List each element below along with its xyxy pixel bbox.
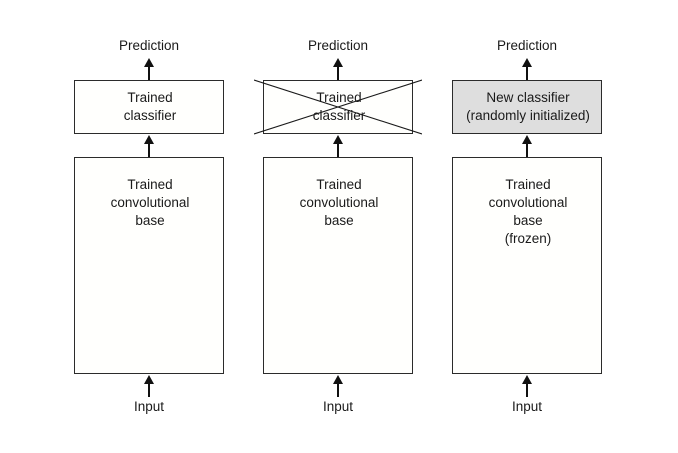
arrow-shaft: [337, 65, 339, 80]
arrow-shaft: [526, 65, 528, 80]
convolutional-base-box-text: Trained convolutional base (frozen): [453, 176, 603, 248]
base-line-1: Trained: [316, 177, 362, 192]
arrow-head-icon: [333, 58, 343, 67]
base-line-2: convolutional: [488, 195, 568, 210]
base-line-3: base: [324, 213, 354, 228]
classifier-line-1: New classifier: [486, 90, 570, 105]
arrow-shaft: [526, 382, 528, 397]
diagram-column-pretrained-network: Prediction Trained classifier Trained co…: [74, 0, 224, 453]
input-label: Input: [133, 399, 165, 414]
base-line-3: base: [135, 213, 165, 228]
arrow-shaft: [337, 382, 339, 397]
base-line-2: convolutional: [299, 195, 379, 210]
arrow-head-icon: [333, 135, 343, 144]
input-label: Input: [322, 399, 354, 414]
arrow-base-to-classifier: [522, 135, 532, 157]
arrow-classifier-to-prediction: [522, 58, 532, 80]
base-line-1: Trained: [127, 177, 173, 192]
classifier-line-2: (randomly initialized): [466, 108, 590, 123]
arrow-shaft: [526, 142, 528, 157]
base-line-2: convolutional: [110, 195, 190, 210]
arrow-shaft: [148, 65, 150, 80]
convolutional-base-box-text: Trained convolutional base: [75, 176, 225, 230]
arrow-head-icon: [522, 58, 532, 67]
convolutional-base-box: Trained convolutional base (frozen): [452, 157, 602, 374]
arrow-shaft: [148, 382, 150, 397]
arrow-input-to-base: [333, 375, 343, 397]
arrow-classifier-to-prediction: [144, 58, 154, 80]
base-line-4: (frozen): [504, 231, 552, 246]
input-label: Input: [511, 399, 543, 414]
convolutional-base-box: Trained convolutional base: [74, 157, 224, 374]
arrow-head-icon: [333, 375, 343, 384]
arrow-shaft: [148, 142, 150, 157]
arrow-base-to-classifier: [333, 135, 343, 157]
base-line-3: base: [513, 213, 543, 228]
arrow-shaft: [337, 142, 339, 157]
arrow-base-to-classifier: [144, 135, 154, 157]
diagram-column-new-classifier-attached: Prediction New classifier (randomly init…: [452, 0, 602, 453]
new-classifier-box-text: New classifier (randomly initialized): [453, 89, 603, 125]
cross-out-x-icon: [254, 79, 422, 135]
arrow-input-to-base: [522, 375, 532, 397]
classifier-line-1: Trained: [316, 90, 362, 105]
prediction-label: Prediction: [307, 38, 369, 53]
arrow-head-icon: [144, 58, 154, 67]
arrow-head-icon: [522, 135, 532, 144]
classifier-line-1: Trained: [127, 90, 173, 105]
arrow-input-to-base: [144, 375, 154, 397]
prediction-label: Prediction: [496, 38, 558, 53]
prediction-label: Prediction: [118, 38, 180, 53]
arrow-head-icon: [144, 375, 154, 384]
classifier-line-2: classifier: [123, 108, 177, 123]
base-line-1: Trained: [505, 177, 551, 192]
classifier-box: Trained classifier: [74, 80, 224, 134]
arrow-classifier-to-prediction: [333, 58, 343, 80]
arrow-head-icon: [144, 135, 154, 144]
diagram-column-classifier-discarded: Prediction Trained classifier Trained co…: [254, 0, 422, 453]
convolutional-base-box-text: Trained convolutional base: [264, 176, 414, 230]
arrow-head-icon: [522, 375, 532, 384]
new-classifier-box: New classifier (randomly initialized): [452, 80, 602, 134]
convolutional-base-box: Trained convolutional base: [263, 157, 413, 374]
classifier-box-text: Trained classifier: [75, 89, 225, 125]
